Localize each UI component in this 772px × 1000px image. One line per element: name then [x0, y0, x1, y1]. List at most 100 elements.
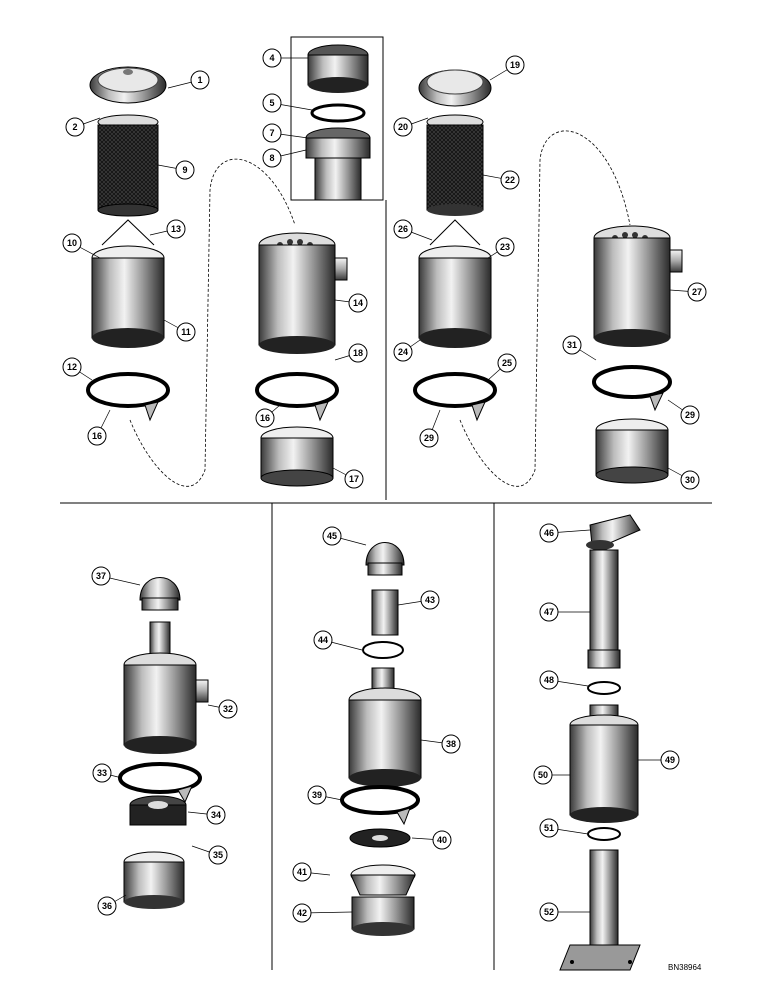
callout-10: 10: [62, 233, 101, 259]
callout-balloon: [313, 630, 333, 650]
callout-22: 22: [482, 170, 520, 190]
callout-51: 51: [539, 818, 589, 838]
callout-number: 11: [181, 327, 191, 337]
assembly-top-center: [255, 232, 348, 487]
callout-balloon: [660, 750, 680, 770]
callout-47: 47: [539, 602, 590, 622]
callout-number: 9: [182, 165, 187, 175]
callout-balloon: [218, 699, 238, 719]
callout-balloon: [322, 526, 342, 546]
callout-number: 29: [685, 410, 695, 420]
callout-13: 13: [149, 219, 186, 239]
callout-number: 33: [97, 768, 107, 778]
assembly-top-right: [413, 69, 497, 422]
callout-balloon: [65, 117, 85, 137]
callout-27: 27: [669, 282, 707, 302]
callout-43: 43: [397, 590, 440, 610]
document-code: BN38964: [668, 963, 702, 972]
callout-7: 7: [262, 123, 309, 143]
callout-balloon: [393, 219, 413, 239]
callout-balloon: [497, 353, 517, 373]
callout-number: 24: [398, 347, 408, 357]
callout-34: 34: [187, 805, 226, 825]
callout-balloon: [348, 343, 368, 363]
callout-number: 39: [312, 790, 322, 800]
assembly-bottom-right: [559, 514, 641, 971]
callout-35: 35: [191, 845, 228, 865]
callout-balloon: [255, 408, 275, 428]
callout-balloon: [500, 170, 520, 190]
callout-balloon: [539, 523, 559, 543]
callout-26: 26: [393, 219, 433, 241]
callout-number: 34: [211, 810, 221, 820]
callout-balloon: [190, 70, 210, 90]
callout-number: 32: [223, 704, 233, 714]
callout-balloon: [393, 117, 413, 137]
callout-balloon: [62, 233, 82, 253]
callout-number: 42: [297, 908, 307, 918]
callout-30: 30: [667, 467, 700, 490]
callout-14: 14: [334, 293, 368, 313]
callout-number: 8: [269, 153, 274, 163]
callout-12: 12: [62, 357, 93, 381]
callout-number: 12: [67, 362, 77, 372]
callout-16: 16: [87, 409, 111, 446]
callout-49: 49: [638, 750, 680, 770]
callout-balloon: [92, 763, 112, 783]
callout-number: 50: [538, 770, 548, 780]
callout-balloon: [176, 322, 196, 342]
callout-balloon: [533, 765, 553, 785]
callout-number: 17: [349, 474, 359, 484]
callout-number: 20: [398, 122, 408, 132]
callout-50: 50: [533, 765, 570, 785]
callout-balloon: [505, 55, 525, 75]
callout-balloon: [539, 602, 559, 622]
callout-39: 39: [307, 785, 343, 805]
callout-number: 16: [92, 431, 102, 441]
callout-number: 4: [269, 53, 274, 63]
callout-balloon: [292, 903, 312, 923]
callout-number: 27: [692, 287, 702, 297]
callout-balloon: [539, 670, 559, 690]
callout-layer: 1245789101112131416161718192022232425262…: [62, 48, 707, 923]
callout-balloon: [292, 862, 312, 882]
callout-balloon: [91, 566, 111, 586]
callout-balloon: [262, 48, 282, 68]
callout-number: 14: [353, 298, 363, 308]
callout-2: 2: [65, 117, 101, 137]
callout-balloon: [344, 469, 364, 489]
callout-number: 7: [269, 128, 274, 138]
callout-29: 29: [419, 409, 441, 448]
callout-number: 19: [510, 60, 520, 70]
callout-45: 45: [322, 526, 367, 546]
callout-balloon: [441, 734, 461, 754]
leader-curves: [129, 130, 631, 487]
callout-number: 52: [544, 907, 554, 917]
callout-16: 16: [255, 404, 281, 428]
callout-4: 4: [262, 48, 308, 68]
callout-balloon: [62, 357, 82, 377]
callout-balloon: [262, 93, 282, 113]
callout-number: 18: [353, 348, 363, 358]
callout-24: 24: [393, 339, 421, 362]
callout-number: 1: [197, 75, 202, 85]
callout-18: 18: [334, 343, 368, 363]
callout-42: 42: [292, 903, 353, 923]
assembly-bottom-left: [118, 577, 209, 909]
assembly-top-left: [86, 66, 170, 422]
assembly-top-far-right: [592, 225, 683, 484]
callout-number: 16: [260, 413, 270, 423]
callout-number: 22: [505, 175, 515, 185]
callout-balloon: [420, 590, 440, 610]
callout-balloon: [680, 405, 700, 425]
callout-number: 38: [446, 739, 456, 749]
callout-number: 25: [502, 358, 512, 368]
callout-number: 35: [213, 850, 223, 860]
callout-40: 40: [411, 830, 452, 850]
callout-31: 31: [562, 335, 597, 361]
callout-balloon: [262, 148, 282, 168]
callout-number: 46: [544, 528, 554, 538]
callout-number: 44: [318, 635, 328, 645]
callout-32: 32: [207, 699, 238, 719]
